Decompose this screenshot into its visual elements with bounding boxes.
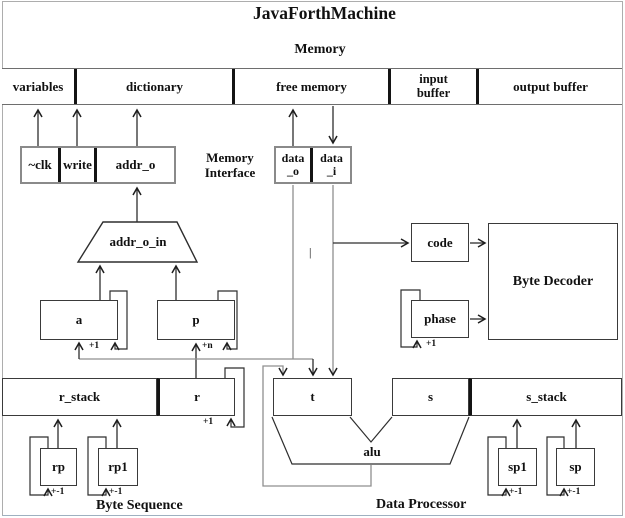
rp-register: rp bbox=[40, 448, 77, 486]
phase-label: phase bbox=[424, 311, 456, 326]
addr-o-in-trapezoid bbox=[76, 221, 199, 263]
a-increment-loop bbox=[109, 290, 128, 351]
a-register: a bbox=[40, 300, 118, 340]
write-register: write bbox=[61, 148, 97, 182]
memory-access-arrows bbox=[33, 106, 338, 146]
r-stack-block: r_stack bbox=[2, 378, 157, 416]
r-increment-label: +1 bbox=[203, 417, 214, 427]
memory-cell-dictionary: dictionary bbox=[77, 69, 235, 104]
rp1-label: rp1 bbox=[108, 459, 128, 474]
data-i-label-line2: _i bbox=[326, 164, 337, 178]
r-label: r bbox=[194, 389, 200, 404]
data-bus bbox=[74, 185, 338, 377]
byte-decoder-label: Byte Decoder bbox=[512, 273, 594, 289]
sp-register: sp bbox=[556, 448, 595, 486]
variables-label: variables bbox=[12, 78, 64, 94]
data-i-register: data _i bbox=[313, 148, 350, 182]
s-register: s bbox=[392, 378, 469, 416]
rp1-register: rp1 bbox=[98, 448, 138, 486]
address-path-arrows bbox=[95, 186, 201, 378]
stack-pointer-arrows bbox=[53, 418, 581, 448]
increment-loops bbox=[29, 289, 569, 497]
sp1-increment-loop bbox=[487, 436, 511, 497]
memory-band: variables dictionary free memory input b… bbox=[2, 68, 622, 105]
byte-decoder-block: Byte Decoder bbox=[488, 223, 618, 340]
rp-label: rp bbox=[52, 459, 65, 474]
memory-cell-input-buffer: input buffer bbox=[391, 69, 479, 104]
t-register: t bbox=[273, 378, 352, 416]
addr-o-in-label: addr_o_in bbox=[109, 234, 167, 249]
alu-body bbox=[271, 416, 470, 465]
byte-sequence-section-label: Byte Sequence bbox=[96, 498, 183, 513]
data-processor-section-label: Data Processor bbox=[376, 497, 467, 512]
code-register: code bbox=[411, 223, 469, 262]
data-register-group: data _o data _i bbox=[274, 146, 352, 184]
r-increment-loop bbox=[224, 367, 245, 428]
data-o-label-line2: _o bbox=[287, 164, 299, 178]
p-increment-loop bbox=[217, 290, 238, 351]
phase-increment-label: +1 bbox=[426, 339, 437, 349]
sp-label: sp bbox=[569, 459, 582, 474]
r-register: r bbox=[157, 378, 235, 416]
p-register: p bbox=[157, 300, 235, 340]
r-stack-label: r_stack bbox=[58, 389, 101, 404]
memory-cell-output-buffer: output buffer bbox=[479, 69, 622, 104]
dictionary-label: dictionary bbox=[125, 78, 184, 94]
output-buffer-label: output buffer bbox=[513, 78, 588, 94]
data-o-label-line1: data bbox=[281, 151, 305, 166]
sp1-label: sp1 bbox=[508, 459, 527, 474]
alu-shape bbox=[271, 416, 470, 465]
page-title: JavaForthMachine bbox=[253, 3, 396, 23]
memory-interface-label-line1: Memory bbox=[206, 150, 254, 165]
arrow-alu-to-t bbox=[262, 365, 372, 487]
rp1-increment-loop bbox=[87, 436, 111, 497]
free-memory-label: free memory bbox=[276, 78, 347, 94]
a-increment-label: +1 bbox=[89, 341, 100, 351]
input-buffer-label-line1: input bbox=[419, 72, 448, 87]
input-buffer-label-line2: buffer bbox=[416, 85, 451, 100]
data-i-label-line1: data bbox=[320, 151, 343, 166]
a-label: a bbox=[75, 312, 83, 327]
data-o-register: data _o bbox=[276, 148, 313, 182]
memory-cell-variables: variables bbox=[2, 69, 77, 104]
s-stack-label: s_stack bbox=[526, 389, 567, 404]
clk-label: ~clk bbox=[28, 157, 52, 173]
code-label: code bbox=[427, 234, 453, 250]
memory-interface-label-line2: Interface bbox=[204, 164, 256, 180]
rp-increment-label: +-1 bbox=[51, 487, 65, 497]
memory-cell-free-memory: free memory bbox=[235, 69, 391, 104]
sp1-increment-label: +-1 bbox=[509, 487, 523, 497]
decoder-arrows bbox=[333, 238, 487, 324]
phase-register: phase bbox=[411, 300, 469, 338]
addr-o-label: addr_o bbox=[115, 157, 156, 173]
addr-o-register: addr_o bbox=[97, 148, 174, 182]
rp1-increment-label: +-1 bbox=[109, 487, 123, 497]
sp-increment-loop bbox=[546, 436, 569, 497]
phase-increment-loop bbox=[400, 289, 422, 349]
memory-interface-register-group: ~clk write addr_o bbox=[20, 146, 176, 184]
memory-interface-section-label: Memory Interface bbox=[184, 150, 276, 181]
data-line-tick: | bbox=[309, 245, 312, 259]
write-label: write bbox=[63, 157, 92, 173]
clk-register: ~clk bbox=[22, 148, 61, 182]
alu-notch bbox=[349, 416, 393, 443]
s-stack-block: s_stack bbox=[469, 378, 622, 416]
alu-label: alu bbox=[363, 444, 381, 459]
sp1-register: sp1 bbox=[498, 448, 537, 486]
memory-section-label: Memory bbox=[294, 42, 346, 57]
t-label: t bbox=[310, 389, 315, 404]
p-label: p bbox=[192, 312, 200, 327]
rp-increment-loop bbox=[29, 436, 53, 497]
sp-increment-label: +-1 bbox=[567, 487, 581, 497]
s-label: s bbox=[427, 389, 434, 404]
p-increment-label: +n bbox=[202, 341, 213, 351]
